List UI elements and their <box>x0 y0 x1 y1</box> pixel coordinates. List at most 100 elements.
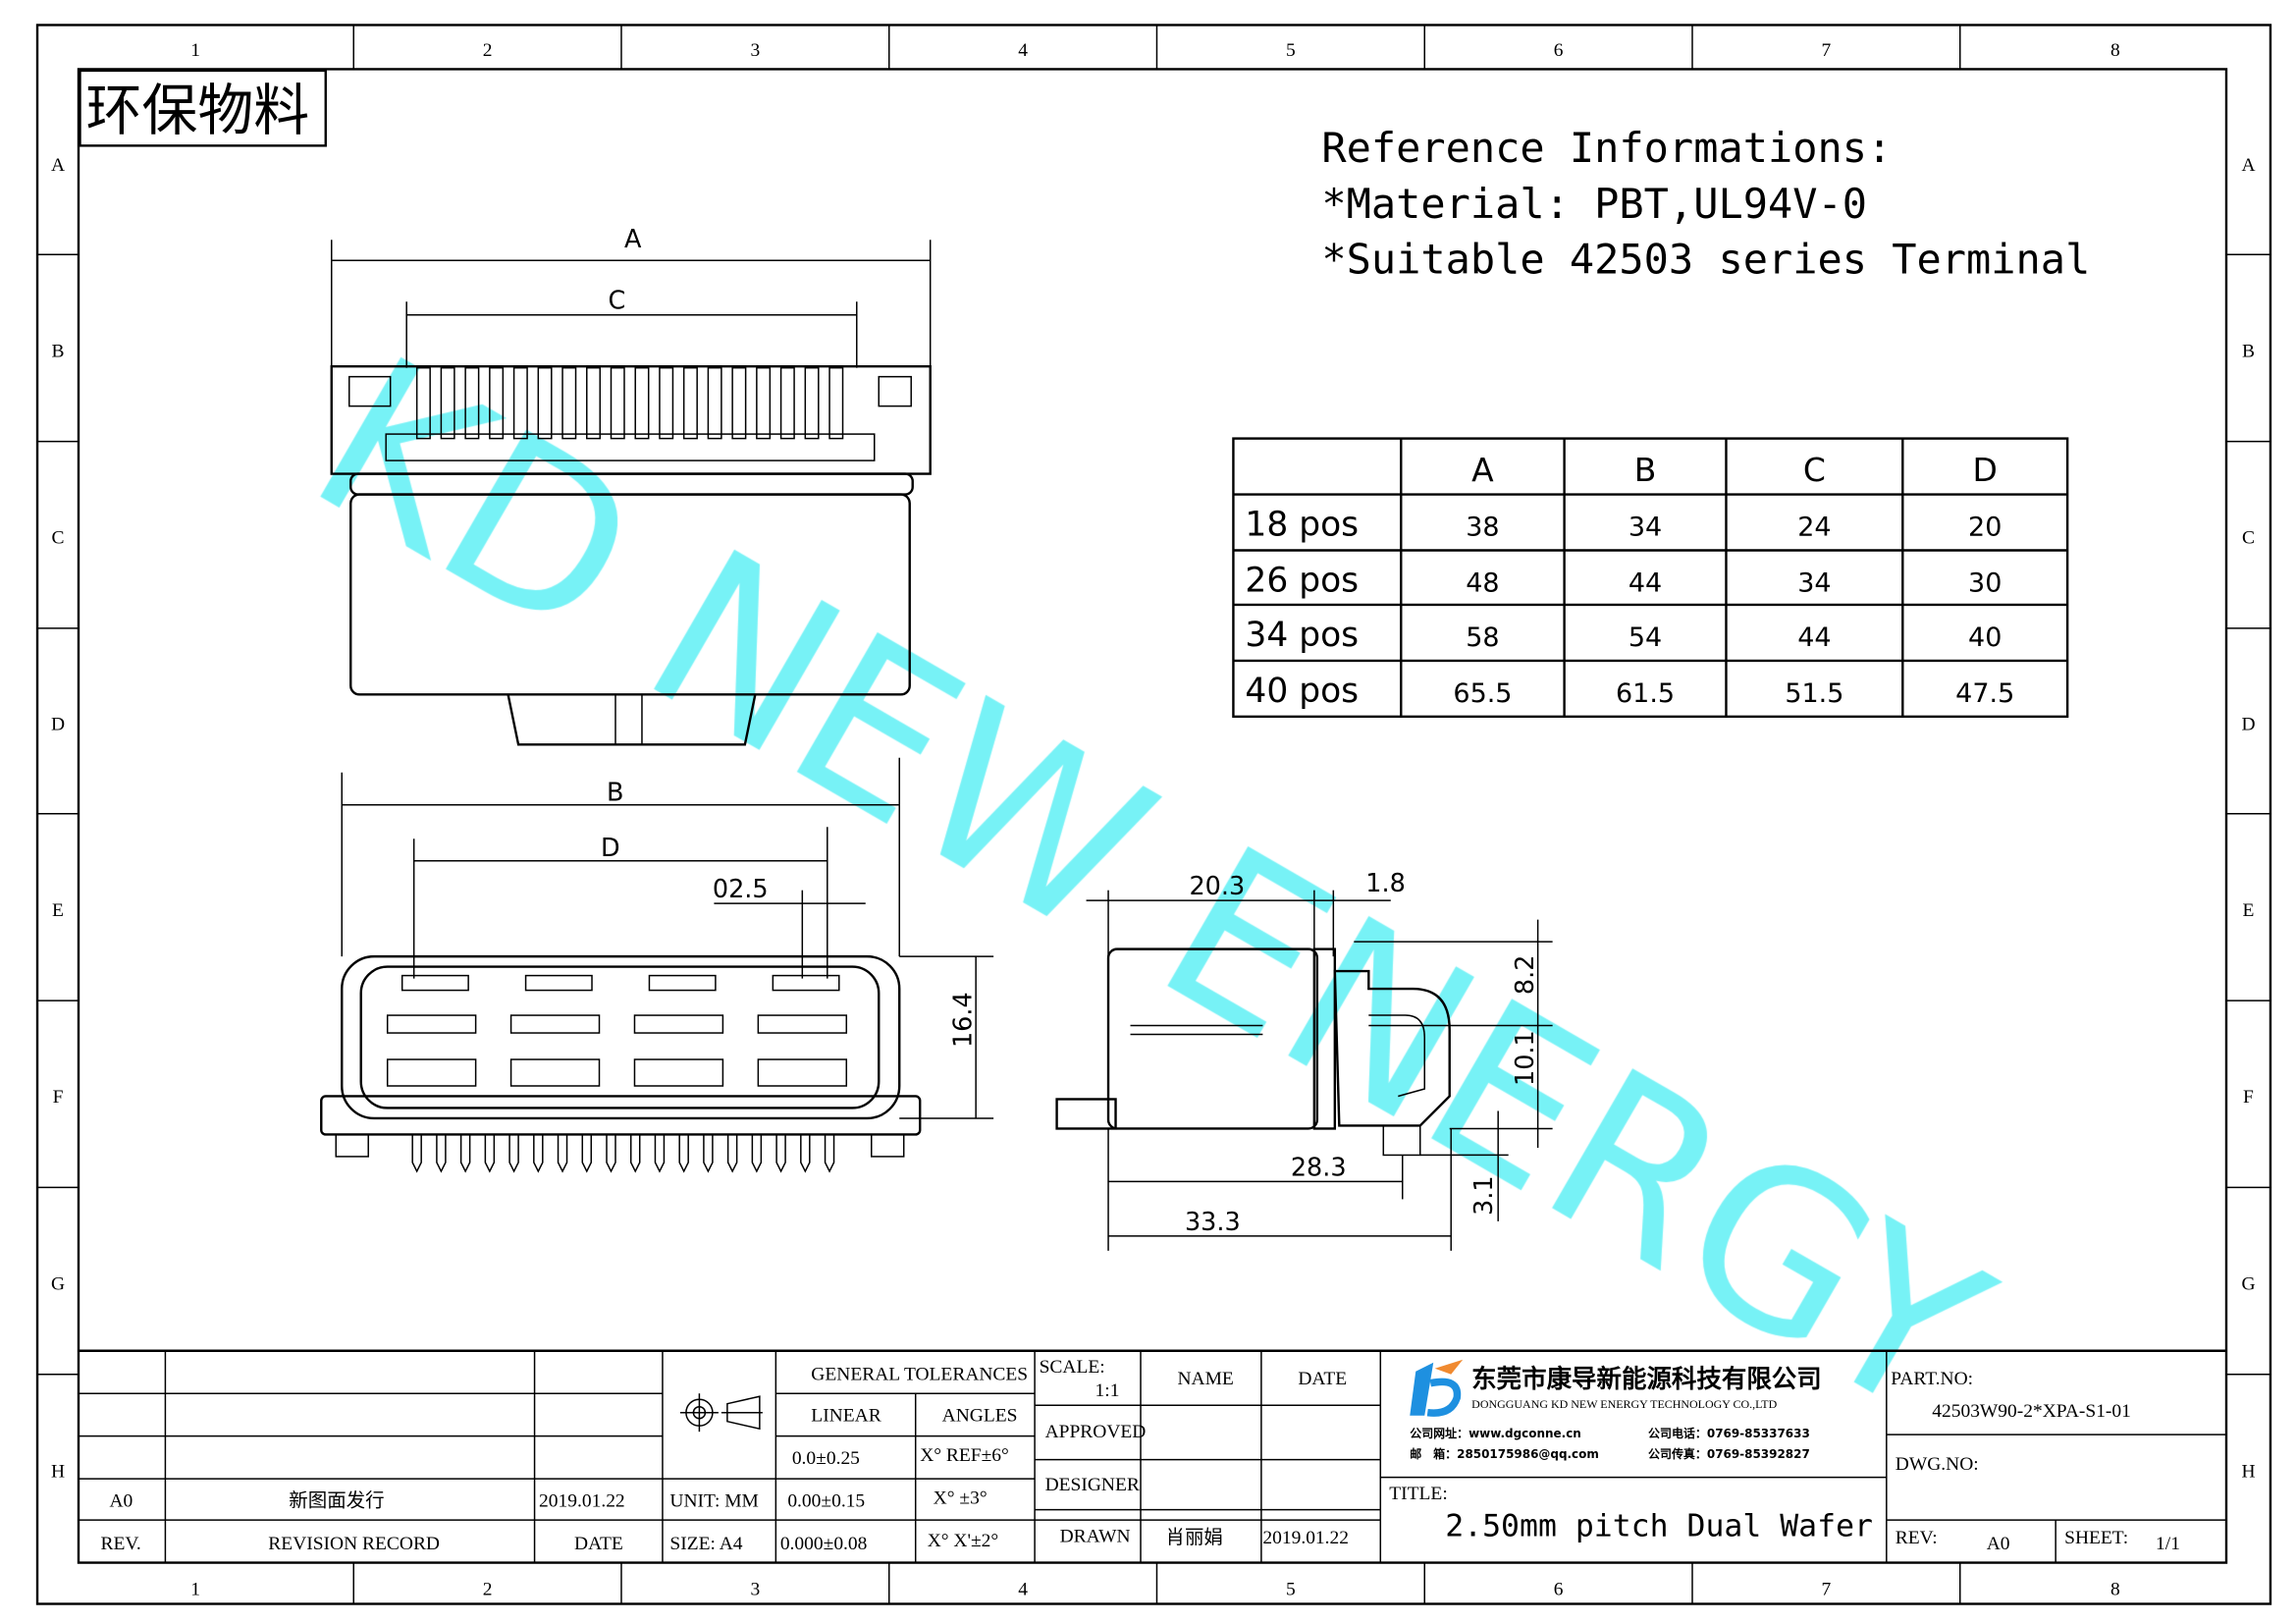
column-label: 5 <box>1286 40 1296 61</box>
table-cell: 24 <box>1797 513 1831 543</box>
stamp-text: 环保物料 <box>85 79 309 143</box>
table-cell: 40 <box>1968 622 2002 653</box>
row-label: D <box>51 714 65 734</box>
row-label: D <box>2241 714 2255 734</box>
row-label: E <box>52 900 64 921</box>
rev-header: REV. <box>100 1534 140 1554</box>
column-label: 4 <box>1018 1580 1028 1600</box>
table-cell: 30 <box>1968 568 2002 598</box>
tolerance-linear-1: 0.0±0.25 <box>792 1448 860 1469</box>
revision-record-header: REVISION RECORD <box>268 1534 440 1554</box>
linear-label: LINEAR <box>811 1406 881 1427</box>
name-header: NAME <box>1177 1369 1233 1389</box>
angles-label: ANGLES <box>942 1406 1018 1427</box>
table-cell: 61.5 <box>1616 678 1675 709</box>
unit-label: UNIT: MM <box>669 1491 758 1512</box>
company-fax: 公司传真：0769-85392827 <box>1648 1446 1810 1461</box>
tolerance-angle-1: X° REF±6° <box>920 1445 1009 1466</box>
company-name-cn: 东莞市康导新能源科技有限公司 <box>1471 1365 1822 1394</box>
rev-value-block: A0 <box>1987 1534 2010 1554</box>
material-note: *Material: PBT,UL94V-0 <box>1321 180 1867 228</box>
size-label: SIZE: A4 <box>669 1534 742 1554</box>
table-cell: 20 <box>1968 513 2002 543</box>
dim-pitch-label: 02.5 <box>713 875 769 904</box>
column-label: 5 <box>1286 1580 1296 1600</box>
dim-10-1-label: 10.1 <box>1511 1030 1540 1086</box>
table-row-label: 18 pos <box>1245 506 1359 545</box>
scale-value: 1:1 <box>1095 1380 1120 1401</box>
table-header: A <box>1471 451 1494 489</box>
row-label: H <box>2241 1462 2255 1483</box>
dim-16-4-label: 16.4 <box>949 992 979 1048</box>
company-phone: 公司电话：0769-85337633 <box>1648 1426 1810 1440</box>
row-label: C <box>2242 528 2255 549</box>
revision-record-value: 新图面发行 <box>289 1490 384 1512</box>
dim-33-3-label: 33.3 <box>1185 1208 1241 1237</box>
dwg-no-label: DWG.NO: <box>1896 1454 1979 1475</box>
table-cell: 34 <box>1797 568 1831 598</box>
row-label: G <box>2241 1274 2255 1295</box>
table-header: C <box>1803 451 1826 489</box>
row-label: B <box>2242 341 2255 361</box>
dim-28-3-label: 28.3 <box>1291 1153 1347 1182</box>
general-tolerances-label: GENERAL TOLERANCES <box>811 1365 1028 1385</box>
dim-1-8-label: 1.8 <box>1365 869 1406 898</box>
column-label: 8 <box>2110 1580 2120 1600</box>
row-label: A <box>2241 155 2255 176</box>
date-header: DATE <box>1298 1369 1347 1389</box>
column-label: 1 <box>190 40 200 61</box>
reference-title: Reference Informations: <box>1321 124 1892 172</box>
column-label: 8 <box>2110 40 2120 61</box>
column-label: 2 <box>483 1580 493 1600</box>
revision-date-header: DATE <box>574 1534 623 1554</box>
drawn-date: 2019.01.22 <box>1262 1528 1349 1548</box>
revision-date-value: 2019.01.22 <box>539 1491 625 1512</box>
table-cell: 58 <box>1466 622 1499 653</box>
row-label: C <box>52 528 65 549</box>
dim-3-1-label: 3.1 <box>1469 1175 1499 1216</box>
dim-8-2-label: 8.2 <box>1511 955 1540 996</box>
table-cell: 44 <box>1797 622 1831 653</box>
column-label: 3 <box>750 40 760 61</box>
dim-c-label: C <box>608 287 625 316</box>
row-label: H <box>51 1462 65 1483</box>
column-label: 4 <box>1018 40 1028 61</box>
row-label: B <box>52 341 65 361</box>
table-header: B <box>1634 451 1657 489</box>
tolerance-linear-2: 0.00±0.15 <box>787 1491 865 1512</box>
table-cell: 51.5 <box>1785 678 1843 709</box>
column-label: 1 <box>190 1580 200 1600</box>
company-website: 公司网址：www.dgconne.cn <box>1410 1426 1581 1440</box>
table-cell: 65.5 <box>1453 678 1512 709</box>
tolerance-angle-2: X° ±3° <box>934 1488 988 1509</box>
designer-label: DESIGNER <box>1045 1475 1140 1495</box>
table-row-label: 40 pos <box>1245 672 1359 711</box>
row-label: E <box>2243 900 2255 921</box>
table-row-label: 26 pos <box>1245 561 1359 600</box>
drawing-title: 2.50mm pitch Dual Wafer <box>1445 1509 1873 1544</box>
sheet-value: 1/1 <box>2156 1534 2180 1554</box>
eco-material-stamp: 环保物料 <box>79 69 327 147</box>
part-no-value: 42503W90-2*XPA-S1-01 <box>1932 1401 2131 1422</box>
title-label: TITLE: <box>1389 1484 1447 1504</box>
dim-a-label: A <box>624 225 642 254</box>
dim-d-label: D <box>601 834 620 863</box>
rev-label: REV: <box>1896 1528 1938 1548</box>
table-cell: 47.5 <box>1955 678 2014 709</box>
column-label: 7 <box>1822 40 1832 61</box>
column-label: 2 <box>483 40 493 61</box>
column-label: 3 <box>750 1580 760 1600</box>
tolerance-linear-3: 0.000±0.08 <box>780 1534 868 1554</box>
dim-b-label: B <box>607 778 623 807</box>
company-email: 邮 箱：2850175986@qq.com <box>1410 1446 1599 1461</box>
row-label: G <box>51 1274 65 1295</box>
table-header: D <box>1973 451 1998 489</box>
tolerance-angle-3: X° X'±2° <box>928 1531 999 1551</box>
table-cell: 38 <box>1466 513 1499 543</box>
part-no-label: PART.NO: <box>1891 1369 1973 1389</box>
dim-20-3-label: 20.3 <box>1189 872 1245 901</box>
approved-label: APPROVED <box>1045 1422 1147 1442</box>
row-label: F <box>2243 1087 2254 1108</box>
